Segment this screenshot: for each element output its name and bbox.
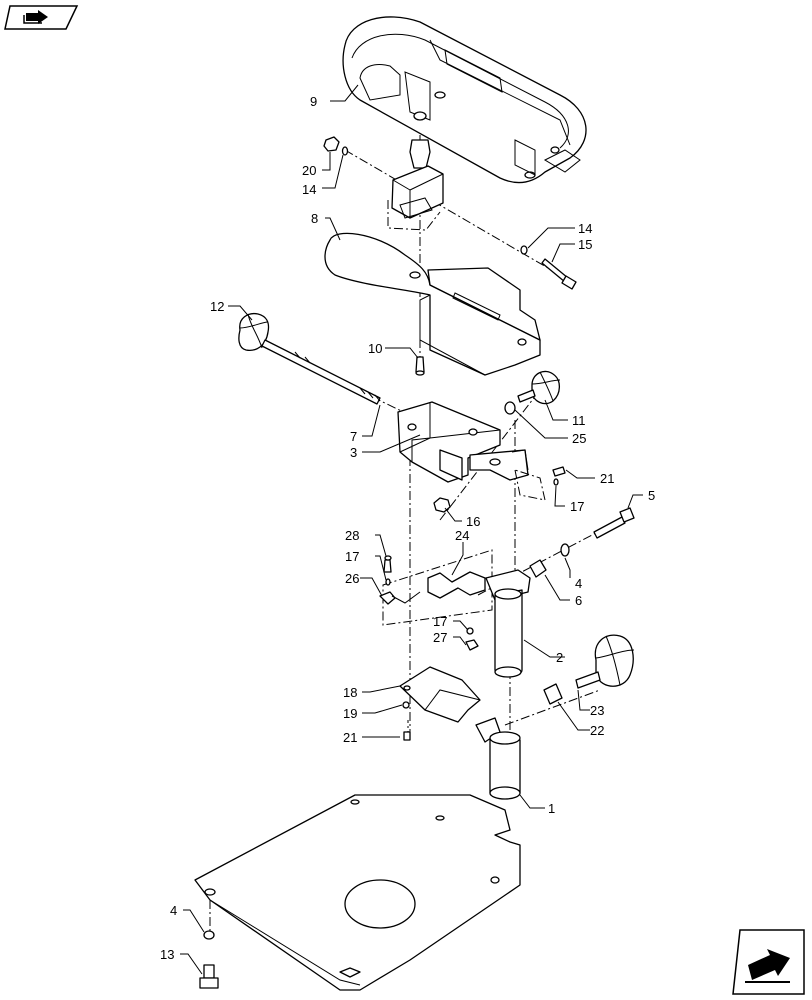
callout-7: 7 — [350, 429, 357, 444]
nut-27-part — [465, 627, 479, 651]
callout-17: 17 — [433, 614, 447, 629]
next-page-arrow-icon[interactable] — [732, 929, 805, 995]
clamp-24-part — [391, 571, 486, 604]
bolt-5-part — [593, 507, 635, 539]
callout-22: 22 — [590, 723, 604, 738]
callout-17: 17 — [570, 499, 584, 514]
callout-20: 20 — [302, 163, 316, 178]
centerline-knob-11 — [439, 389, 541, 521]
callout-16: 16 — [466, 514, 480, 529]
callout-3: 3 — [350, 445, 357, 460]
cover-housing-part — [342, 16, 587, 184]
callout-21: 21 — [343, 730, 357, 745]
callout-13: 13 — [160, 947, 174, 962]
callout-4: 4 — [575, 576, 582, 591]
screw-15-part — [520, 245, 577, 290]
support-plate-part — [324, 232, 541, 376]
callout-8: 8 — [311, 211, 318, 226]
screw-21-part — [552, 466, 566, 486]
plate-18-part — [399, 666, 481, 741]
centerline-box-24 — [382, 549, 493, 626]
book-arrow-icon[interactable] — [4, 5, 79, 30]
knob-11-part — [504, 370, 561, 415]
leader-lines — [180, 84, 643, 975]
spacer-6-part — [529, 543, 570, 578]
callout-9: 9 — [310, 94, 317, 109]
callout-14: 14 — [578, 221, 592, 236]
callout-11: 11 — [572, 413, 586, 428]
knob-23-part — [543, 634, 635, 705]
callout-4: 4 — [170, 903, 177, 918]
callout-12: 12 — [210, 299, 224, 314]
callout-21: 21 — [600, 471, 614, 486]
callout-14: 14 — [302, 182, 316, 197]
bolt-13-part — [199, 930, 219, 989]
callout-24: 24 — [455, 528, 469, 543]
switch-part — [387, 139, 444, 231]
callout-17: 17 — [345, 549, 359, 564]
callout-28: 28 — [345, 528, 359, 543]
callout-25: 25 — [572, 431, 586, 446]
callout-27: 27 — [433, 630, 447, 645]
tube-bracket-2-part — [485, 569, 531, 678]
callout-23: 23 — [590, 703, 604, 718]
callout-10: 10 — [368, 341, 382, 356]
main-bracket-part — [397, 401, 546, 501]
callout-labels: 9 20 14 14 15 8 12 10 11 25 7 3 21 17 16… — [160, 94, 655, 962]
callout-15: 15 — [578, 237, 592, 252]
callout-26: 26 — [345, 571, 359, 586]
base-plate-1-part — [194, 717, 521, 991]
knob-rod-12-part — [238, 312, 381, 405]
callout-5: 5 — [648, 488, 655, 503]
callout-19: 19 — [343, 706, 357, 721]
callout-2: 2 — [556, 650, 563, 665]
callout-1: 1 — [548, 801, 555, 816]
screw-10-part — [415, 356, 425, 376]
callout-6: 6 — [575, 593, 582, 608]
screw-28-part — [379, 555, 396, 605]
callout-18: 18 — [343, 685, 357, 700]
nut-20-part — [323, 136, 349, 156]
